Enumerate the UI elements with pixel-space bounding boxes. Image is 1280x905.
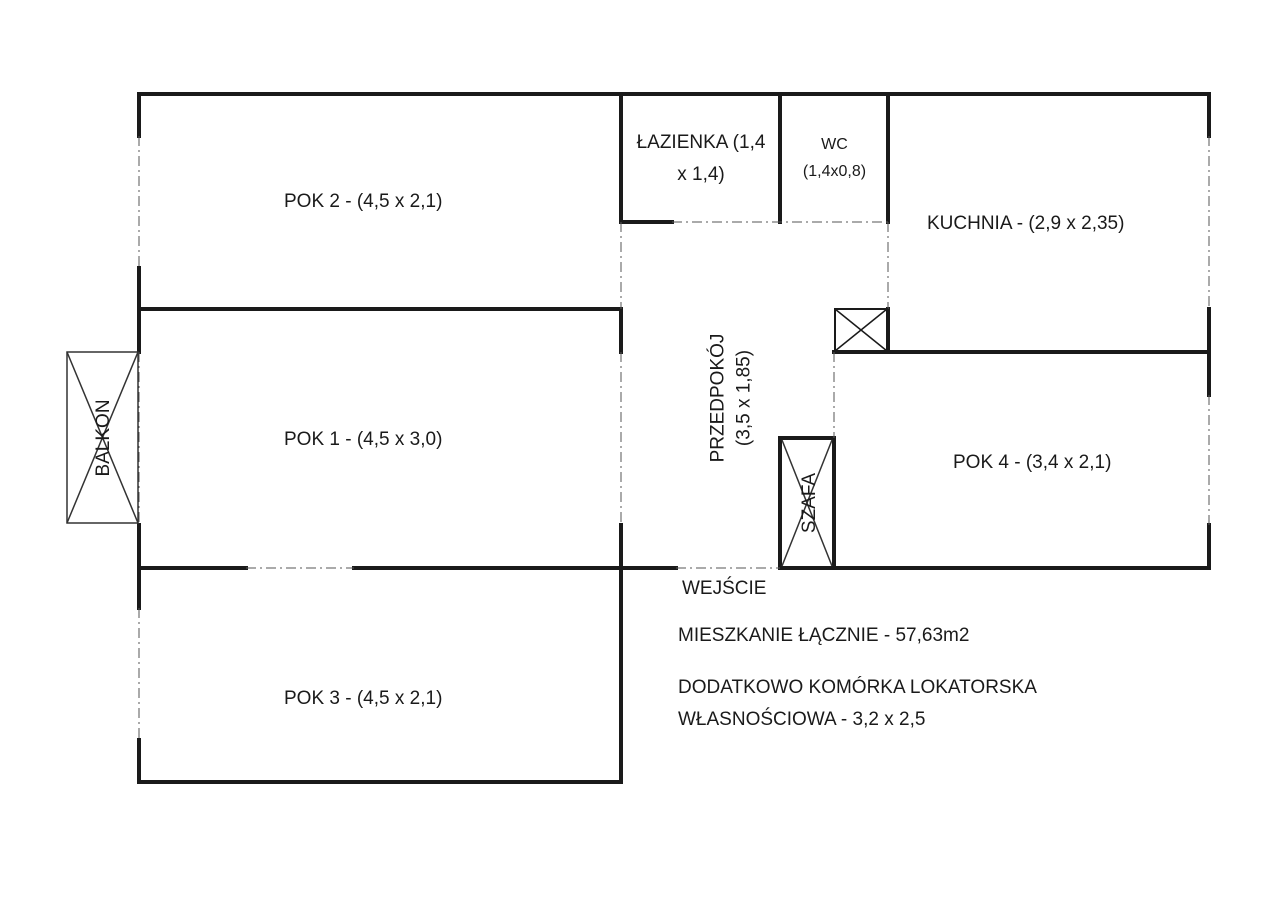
- przedpokoj-line2: (3,5 x 1,85): [733, 349, 754, 447]
- lazienka-line1: ŁAZIENKA (1,4: [636, 132, 766, 153]
- wc-line2: (1,4x0,8): [802, 162, 867, 180]
- lazienka-line2: x 1,4): [677, 163, 725, 185]
- balcony-box: [66, 351, 139, 524]
- wc-line1: WC: [821, 136, 848, 153]
- room-label-lazienka: ŁAZIENKA (1,4 x 1,4): [622, 130, 780, 187]
- room-label-kuchnia: KUCHNIA - (2,9 x 2,35): [927, 213, 1125, 234]
- room-label-przedpokoj: PRZEDPOKÓJ (3,5 x 1,85): [705, 334, 756, 463]
- extra-storage-line1: DODATKOWO KOMÓRKA LOKATORSKA: [678, 677, 1037, 698]
- wardrobe-cross: [781, 439, 833, 567]
- przedpokoj-line1: PRZEDPOKÓJ: [707, 333, 729, 463]
- extra-storage: DODATKOWO KOMÓRKA LOKATORSKA WŁASNOŚCIOW…: [678, 672, 1037, 737]
- balcony-label: BALKON: [93, 399, 115, 477]
- extra-storage-line2: WŁASNOŚCIOWA - 3,2 x 2,5: [678, 709, 926, 731]
- room-label-pok1: POK 1 - (4,5 x 3,0): [284, 429, 443, 450]
- openings: [138, 136, 1210, 740]
- room-label-pok3: POK 3 - (4,5 x 2,1): [284, 688, 443, 709]
- room-label-pok4: POK 4 - (3,4 x 2,1): [953, 452, 1112, 473]
- entrance-label: WEJŚCIE: [682, 578, 767, 599]
- room-label-pok2: POK 2 - (4,5 x 2,1): [284, 191, 443, 212]
- vent-box: [834, 308, 888, 352]
- room-label-wc: WC (1,4x0,8): [781, 134, 888, 182]
- total-area: MIESZKANIE ŁĄCZNIE - 57,63m2: [678, 625, 970, 646]
- wardrobe-label: SZAFA: [799, 472, 821, 534]
